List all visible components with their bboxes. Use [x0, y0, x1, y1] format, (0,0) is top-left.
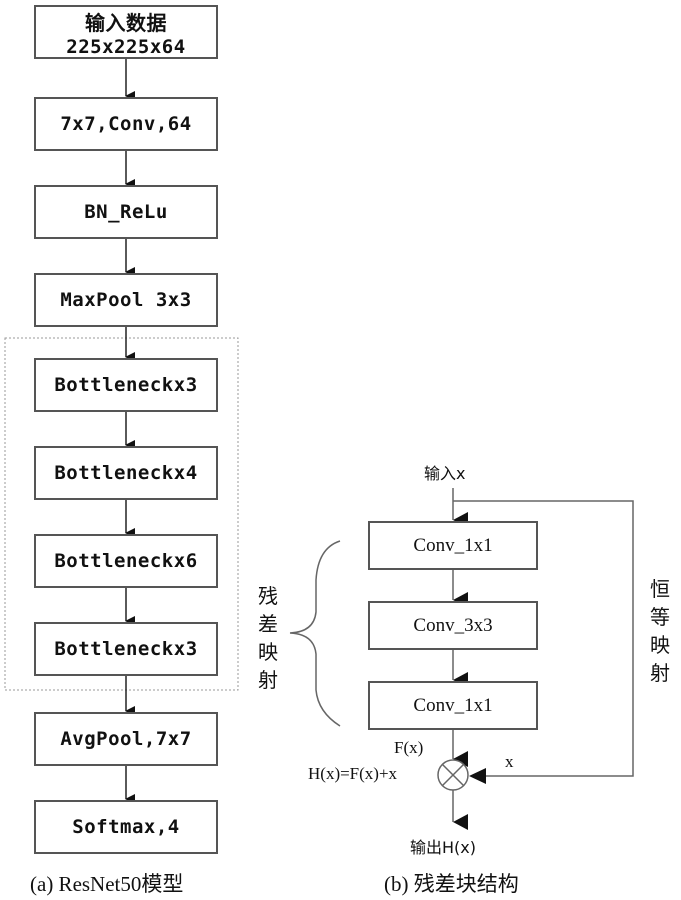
residual-mapping-label: 残 差 映 射 [256, 582, 280, 694]
block-label: Conv_1x1 [413, 694, 493, 716]
layer-label: AvgPool,7x7 [60, 728, 192, 750]
residual-brace [289, 540, 341, 727]
char: 映 [258, 640, 278, 664]
bottleneck3-box: Bottleneckx6 [34, 534, 218, 588]
input-data-title: 输入数据 [85, 10, 167, 35]
caption-a: (a) ResNet50模型 [30, 872, 184, 896]
char: 等 [650, 605, 670, 629]
bottleneck1-box: Bottleneckx3 [34, 358, 218, 412]
layer-label: Bottleneckx3 [54, 638, 198, 660]
output-label: 输出H(x) [410, 838, 476, 857]
conv3x3-box: Conv_3x3 [368, 601, 538, 650]
identity-skip-line [453, 500, 634, 777]
input-x-label: 输入x [424, 464, 466, 483]
bottleneck-group-border [4, 337, 239, 691]
fx-label: F(x) [394, 738, 424, 757]
char: 恒 [650, 577, 670, 601]
layer-label: BN_ReLu [84, 201, 168, 223]
avgpool-box: AvgPool,7x7 [34, 712, 218, 766]
softmax-box: Softmax,4 [34, 800, 218, 854]
char: 射 [650, 661, 670, 685]
input-data-box: 输入数据 225x225x64 [34, 5, 218, 59]
skip-x-label: x [505, 752, 514, 771]
block-label: Conv_3x3 [413, 614, 493, 636]
conv1x1-a-box: Conv_1x1 [368, 521, 538, 570]
char: 差 [258, 612, 278, 636]
layer-label: MaxPool 3x3 [60, 289, 192, 311]
conv7x7-box: 7x7,Conv,64 [34, 97, 218, 151]
panel-b-lines [289, 488, 634, 830]
layer-label: Bottleneckx6 [54, 550, 198, 572]
char: 映 [650, 633, 670, 657]
layer-label: 7x7,Conv,64 [60, 113, 192, 135]
hx-formula: H(x)=F(x)+x [308, 764, 398, 783]
bottleneck4-box: Bottleneckx3 [34, 622, 218, 676]
block-label: Conv_1x1 [413, 534, 493, 556]
skip-arrowhead [469, 768, 486, 784]
char: 射 [258, 668, 278, 692]
conv1x1-b-box: Conv_1x1 [368, 681, 538, 730]
bottleneck2-box: Bottleneckx4 [34, 446, 218, 500]
layer-label: Bottleneckx4 [54, 462, 198, 484]
layer-label: Bottleneckx3 [54, 374, 198, 396]
char: 残 [258, 584, 278, 608]
maxpool-box: MaxPool 3x3 [34, 273, 218, 327]
bn-relu-box: BN_ReLu [34, 185, 218, 239]
caption-b: (b) 残差块结构 [384, 872, 519, 896]
input-data-size: 225x225x64 [66, 35, 186, 58]
identity-mapping-label: 恒 等 映 射 [648, 575, 672, 687]
layer-label: Softmax,4 [72, 816, 180, 838]
